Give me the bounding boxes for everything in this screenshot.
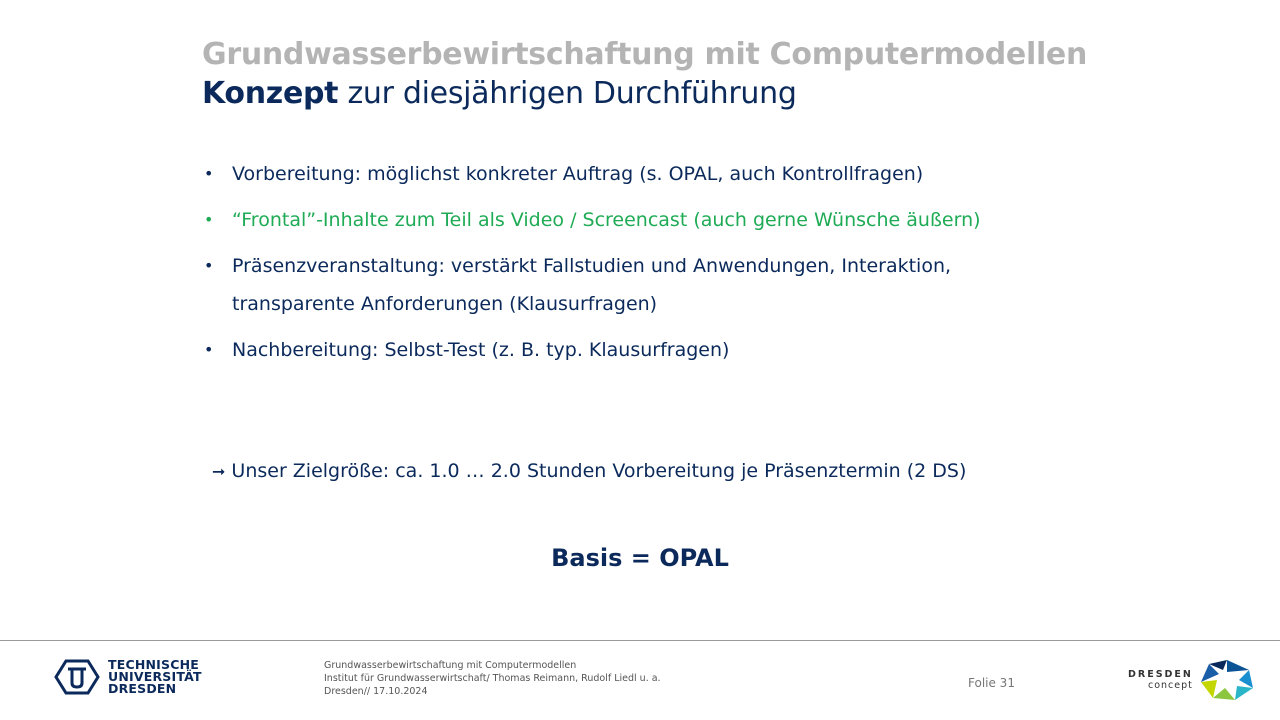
arrow-icon: ➞ (212, 462, 226, 481)
bullet-item-highlighted: “Frontal”-Inhalte zum Teil als Video / S… (202, 201, 1062, 239)
tu-logo-line: UNIVERSITÄT (108, 669, 202, 684)
footer-date: Dresden// 17.10.2024 (324, 686, 428, 697)
dc-logo-line: concept (1147, 680, 1193, 691)
bullet-item: Nachbereitung: Selbst-Test (z. B. typ. K… (202, 331, 1062, 369)
bullet-item: Präsenzveranstaltung: verstärkt Fallstud… (202, 247, 1062, 323)
dresden-concept-logo: DRESDEN concept (1128, 658, 1255, 702)
dc-logo-line: DRESDEN (1128, 669, 1193, 680)
tu-logo-icon (54, 659, 100, 695)
footer-course: Grundwasserbewirtschaftung mit Computerm… (324, 660, 577, 671)
footer-info: Grundwasserbewirtschaftung mit Computerm… (324, 659, 661, 698)
subtitle-rest: zur diesjährigen Durchführung (338, 76, 797, 111)
bullet-list: Vorbereitung: möglichst konkreter Auftra… (202, 155, 1062, 377)
tu-logo-text: TECHNISCHE UNIVERSITÄT DRESDEN (108, 657, 202, 696)
tu-logo-line: DRESDEN (108, 681, 177, 696)
dc-logo-text: DRESDEN concept (1128, 669, 1193, 691)
slide-header: Grundwasserbewirtschaftung mit Computerm… (202, 36, 1087, 114)
slide-number: Folie 31 (968, 676, 1015, 690)
slide-subtitle: Konzept zur diesjährigen Durchführung (202, 74, 1087, 114)
footer-institute: Institut für Grundwasserwirtschaft/ Thom… (324, 673, 661, 684)
subtitle-bold: Konzept (202, 76, 339, 111)
goal-text: Unser Zielgröße: ca. 1.0 … 2.0 Stunden V… (231, 460, 967, 482)
bullet-item: Vorbereitung: möglichst konkreter Auftra… (202, 155, 1062, 193)
tu-dresden-logo: TECHNISCHE UNIVERSITÄT DRESDEN (54, 657, 202, 696)
tu-logo-line: TECHNISCHE (108, 657, 199, 672)
dc-logo-icon (1200, 660, 1253, 700)
goal-statement: ➞ Unser Zielgröße: ca. 1.0 … 2.0 Stunden … (212, 460, 966, 482)
slide-title: Grundwasserbewirtschaftung mit Computerm… (202, 37, 1088, 72)
footer-divider (0, 640, 1280, 641)
basis-statement: Basis = OPAL (551, 544, 729, 572)
